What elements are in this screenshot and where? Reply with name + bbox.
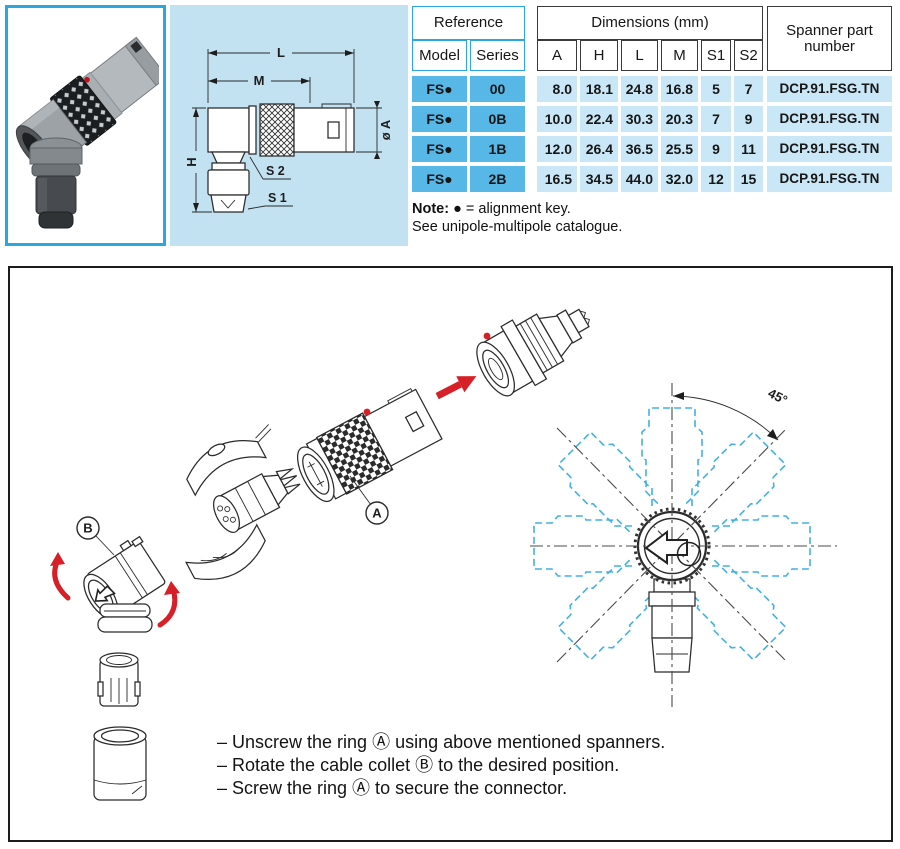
- label-b: B: [83, 521, 92, 536]
- header-col-a: A: [537, 40, 577, 71]
- header-reference: Reference: [412, 6, 525, 40]
- series-cell: 0B: [470, 106, 525, 132]
- dim-s1-cell: 12: [701, 166, 731, 192]
- dimension-lines: L M H ø A S 2 S 1: [184, 45, 393, 213]
- series-cell: 1B: [470, 136, 525, 162]
- collet-drawing: [97, 652, 141, 707]
- dim-m-cell: 16.8: [661, 76, 698, 102]
- dim-h-cell: 22.4: [580, 106, 618, 132]
- dim-s2-cell: 9: [734, 106, 763, 132]
- header-col-s2: S2: [734, 40, 763, 71]
- assembly-panel: A: [8, 266, 893, 842]
- rosette-diagram: 45°: [530, 383, 837, 707]
- plug-drawing: [296, 388, 443, 503]
- dim-label-l: L: [277, 45, 285, 60]
- label-a-circle: [365, 501, 389, 525]
- instruction-line-1: – Unscrew the ring Ⓐ using above mention…: [217, 732, 665, 752]
- dim-a-cell: 16.5: [537, 166, 577, 192]
- rotation-arrow-left: [50, 552, 71, 601]
- header-model: Model: [412, 40, 467, 71]
- assembly-diagram: A: [10, 268, 891, 840]
- label-b-circle: [76, 516, 100, 540]
- dim-a-cell: 8.0: [537, 76, 577, 102]
- product-photo-box: [5, 5, 166, 246]
- pin-insert-drawing: [212, 468, 301, 533]
- header-col-s1: S1: [701, 40, 731, 71]
- dim-s1-cell: 5: [701, 76, 731, 102]
- dim-s1-cell: 7: [701, 106, 731, 132]
- spanner-cell: DCP.91.FSG.TN: [767, 106, 892, 132]
- dim-label-s1: S 1: [268, 191, 287, 205]
- dim-m-cell: 25.5: [661, 136, 698, 162]
- dim-s2-cell: 11: [734, 136, 763, 162]
- connector-photo: [15, 36, 159, 229]
- dim-m-cell: 20.3: [661, 106, 698, 132]
- dim-s2-cell: 15: [734, 166, 763, 192]
- dim-h-cell: 26.4: [580, 136, 618, 162]
- dim-label-h: H: [184, 157, 199, 166]
- dim-l-cell: 30.3: [621, 106, 658, 132]
- dimension-drawing: L M H ø A S 2 S 1: [184, 45, 393, 213]
- header-col-l: L: [621, 40, 658, 71]
- mating-arrow: [435, 376, 477, 400]
- instructions: – Unscrew the ring Ⓐ using above mention…: [217, 732, 665, 798]
- shell-top-drawing: [186, 424, 272, 497]
- dimension-drawing-panel: L M H ø A S 2 S 1: [170, 5, 408, 246]
- note-label: Note:: [412, 201, 450, 217]
- elbow-drawing: [83, 535, 166, 633]
- socket-drawing: [476, 308, 590, 397]
- series-cell: 00: [470, 76, 525, 102]
- dim-label-m: M: [254, 73, 265, 88]
- model-cell: FS●: [412, 136, 467, 162]
- dim-a-cell: 10.0: [537, 106, 577, 132]
- dim-h-cell: 34.5: [580, 166, 618, 192]
- dim-s1-cell: 9: [701, 136, 731, 162]
- rotation-arrow-right: [157, 581, 180, 628]
- connector-outline: [207, 103, 355, 213]
- table-area: Reference Model Series Dimensions (mm) A…: [412, 6, 894, 236]
- model-cell: FS●: [412, 106, 467, 132]
- shell-bottom-drawing: [184, 523, 266, 580]
- header-series: Series: [470, 40, 525, 71]
- dim-h-cell: 18.1: [580, 76, 618, 102]
- model-cell: FS●: [412, 166, 467, 192]
- red-alignment-dot: [84, 76, 90, 83]
- header-col-h: H: [580, 40, 618, 71]
- dim-label-s2: S 2: [266, 164, 285, 178]
- note-text-2: See unipole-multipole catalogue.: [412, 218, 623, 235]
- dim-a-cell: 12.0: [537, 136, 577, 162]
- instruction-line-2: – Rotate the cable collet Ⓑ to the desir…: [217, 755, 619, 775]
- plug-red-dot: [363, 408, 371, 416]
- note-text: ● = alignment key.: [449, 201, 571, 217]
- dim-label-dia: ø A: [378, 119, 393, 140]
- series-cell: 2B: [470, 166, 525, 192]
- label-a: A: [372, 506, 382, 521]
- bushing-drawing: [93, 726, 147, 801]
- spanner-cell: DCP.91.FSG.TN: [767, 166, 892, 192]
- dim-l-cell: 44.0: [621, 166, 658, 192]
- dim-l-cell: 36.5: [621, 136, 658, 162]
- orientation-arrow: [644, 529, 688, 565]
- dim-l-cell: 24.8: [621, 76, 658, 102]
- product-photo: [12, 12, 159, 239]
- note: Note: ● = alignment key. See unipole-mul…: [412, 201, 894, 236]
- socket-red-dot: [483, 332, 491, 340]
- model-cell: FS●: [412, 76, 467, 102]
- spanner-cell: DCP.91.FSG.TN: [767, 136, 892, 162]
- spanner-cell: DCP.91.FSG.TN: [767, 76, 892, 102]
- header-col-m: M: [661, 40, 698, 71]
- dim-m-cell: 32.0: [661, 166, 698, 192]
- header-spanner: Spanner part number: [767, 6, 892, 71]
- dimensions-table: Reference Model Series Dimensions (mm) A…: [412, 6, 894, 192]
- instruction-line-3: – Screw the ring Ⓐ to secure the connect…: [217, 778, 567, 798]
- dim-s2-cell: 7: [734, 76, 763, 102]
- header-dimensions: Dimensions (mm): [537, 6, 763, 40]
